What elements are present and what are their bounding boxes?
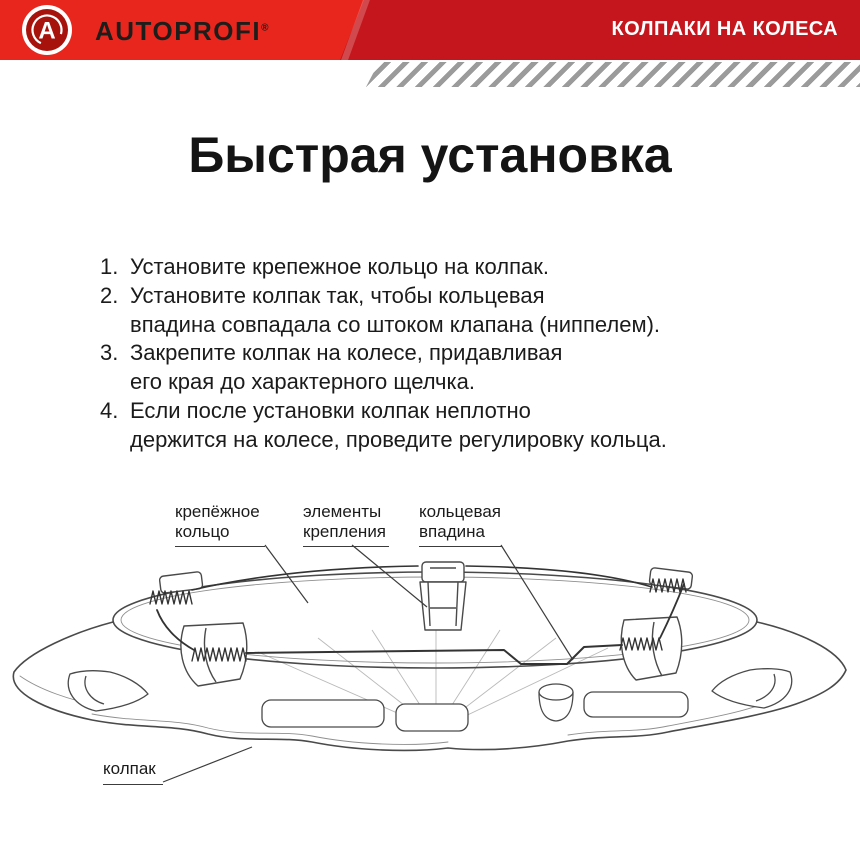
label-fastening-elements: элементы крепления bbox=[303, 502, 389, 547]
item-line: впадина совпадала со штоком клапана (нип… bbox=[130, 311, 661, 337]
instruction-item-3: 3. Закрепите колпак на колесе, придавлив… bbox=[100, 339, 667, 397]
brand-text: AUTOPROFI bbox=[95, 16, 262, 46]
item-number: 2. bbox=[100, 282, 119, 308]
leader-lines bbox=[162, 544, 574, 783]
side-bracket-left bbox=[67, 670, 149, 712]
side-bracket-right bbox=[711, 668, 793, 709]
item-number: 3. bbox=[100, 340, 119, 366]
logo-letter: A bbox=[38, 18, 55, 45]
leader-mount-ring bbox=[264, 544, 309, 604]
mount-ring-wire bbox=[149, 565, 687, 665]
autoprofi-logo-icon: A bbox=[22, 5, 72, 55]
valve-recess bbox=[538, 683, 574, 722]
header-dark-section bbox=[340, 0, 860, 60]
label-mount-ring: крепёжное кольцо bbox=[175, 502, 265, 547]
registered-mark: ® bbox=[261, 22, 271, 34]
instruction-item-4: 4. Если после установки колпак неплотно … bbox=[100, 397, 667, 455]
header-banner: A AUTOPROFI® КОЛПАКИ НА КОЛЕСА bbox=[0, 0, 860, 60]
label-cap: колпак bbox=[103, 759, 163, 785]
clip-center bbox=[419, 561, 467, 631]
label-ring-groove: кольцевая впадина bbox=[419, 502, 502, 547]
hubcap-diagram bbox=[12, 544, 847, 783]
coil-left-lower bbox=[191, 647, 247, 662]
instruction-item-1: 1. Установите крепежное кольцо на колпак… bbox=[100, 253, 667, 282]
item-line: держится на колесе, проведите регулировк… bbox=[130, 426, 667, 452]
item-number: 1. bbox=[100, 254, 119, 279]
item-number: 4. bbox=[100, 397, 119, 423]
cap-body bbox=[12, 621, 847, 752]
clip-left bbox=[158, 571, 248, 687]
item-line: Установите крепежное кольцо на колпак. bbox=[130, 254, 550, 279]
item-line: его края до характерного щелчка. bbox=[130, 369, 475, 395]
item-line: Закрепите колпак на колесе, придавливая bbox=[130, 340, 563, 366]
brand-wordmark: AUTOPROFI® bbox=[95, 16, 270, 47]
item-line: Установите колпак так, чтобы кольцевая bbox=[130, 282, 545, 308]
vents bbox=[261, 691, 689, 732]
leader-fasteners bbox=[351, 544, 428, 608]
leader-cap bbox=[162, 746, 253, 783]
page-title: Быстрая установка bbox=[188, 127, 672, 183]
hatched-divider-strip bbox=[366, 62, 860, 87]
instructions-list: 1. Установите крепежное кольцо на колпак… bbox=[100, 253, 667, 455]
coil-right-lower bbox=[619, 637, 663, 651]
leader-groove bbox=[500, 544, 574, 661]
instruction-item-2: 2. Установите колпак так, чтобы кольцева… bbox=[100, 282, 667, 340]
item-line: Если после установки колпак неплотно bbox=[130, 397, 531, 423]
coil-left-top bbox=[149, 590, 193, 605]
banner-product-title: КОЛПАКИ НА КОЛЕСА bbox=[611, 18, 838, 40]
